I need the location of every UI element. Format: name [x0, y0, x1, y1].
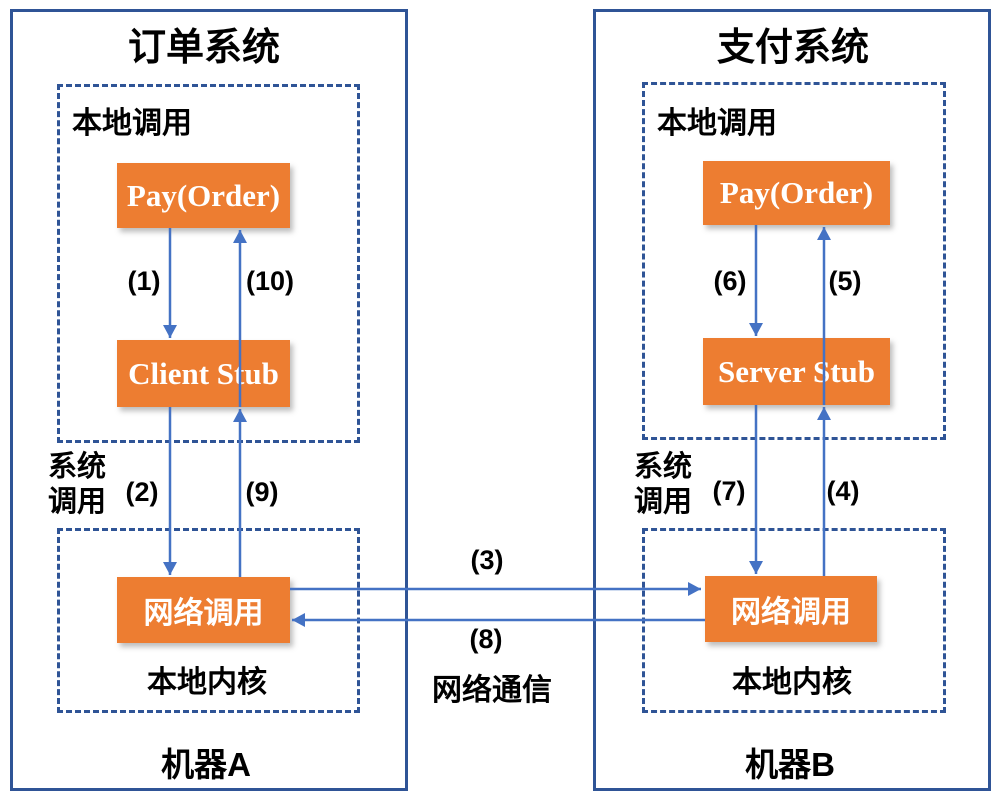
step-3-label: (3) [470, 545, 504, 575]
step-5-label: (5) [828, 266, 862, 296]
machine-b-local-call-zone [642, 82, 946, 440]
client-stub-box: Client Stub [117, 340, 290, 407]
step-9-label: (9) [245, 477, 279, 507]
step-10-label: (10) [245, 266, 295, 296]
machine-b-pay-order-box: Pay(Order) [703, 161, 890, 225]
machine-b-network-call-box: 网络调用 [705, 576, 877, 642]
machine-a-system-call-label: 系统调用 [48, 451, 107, 519]
machine-a-name: 机器A [161, 746, 251, 783]
machine-b-kernel-label: 本地内核 [732, 666, 852, 699]
step-7-label: (7) [712, 476, 746, 506]
machine-b-name: 机器B [745, 746, 835, 783]
machine-a-kernel-label: 本地内核 [147, 666, 267, 699]
machine-b-frame [593, 9, 991, 791]
step-8-label: (8) [469, 624, 503, 654]
step-4-label: (4) [826, 476, 860, 506]
machine-a-network-call-box: 网络调用 [117, 577, 290, 643]
step-6-label: (6) [713, 266, 747, 296]
server-stub-box: Server Stub [703, 338, 890, 405]
machine-a-local-call-zone [57, 84, 360, 443]
machine-a-system-title: 订单系统 [127, 27, 281, 69]
machine-b-system-title: 支付系统 [716, 27, 870, 69]
machine-a-pay-order-box: Pay(Order) [117, 163, 290, 228]
step-2-label: (2) [125, 477, 159, 507]
step-1-label: (1) [127, 266, 161, 296]
network-communication-label: 网络通信 [432, 674, 552, 707]
machine-a-frame [10, 9, 408, 791]
machine-b-local-call-label: 本地调用 [657, 107, 777, 140]
machine-a-local-call-label: 本地调用 [72, 107, 192, 140]
machine-b-system-call-label: 系统调用 [634, 451, 693, 519]
